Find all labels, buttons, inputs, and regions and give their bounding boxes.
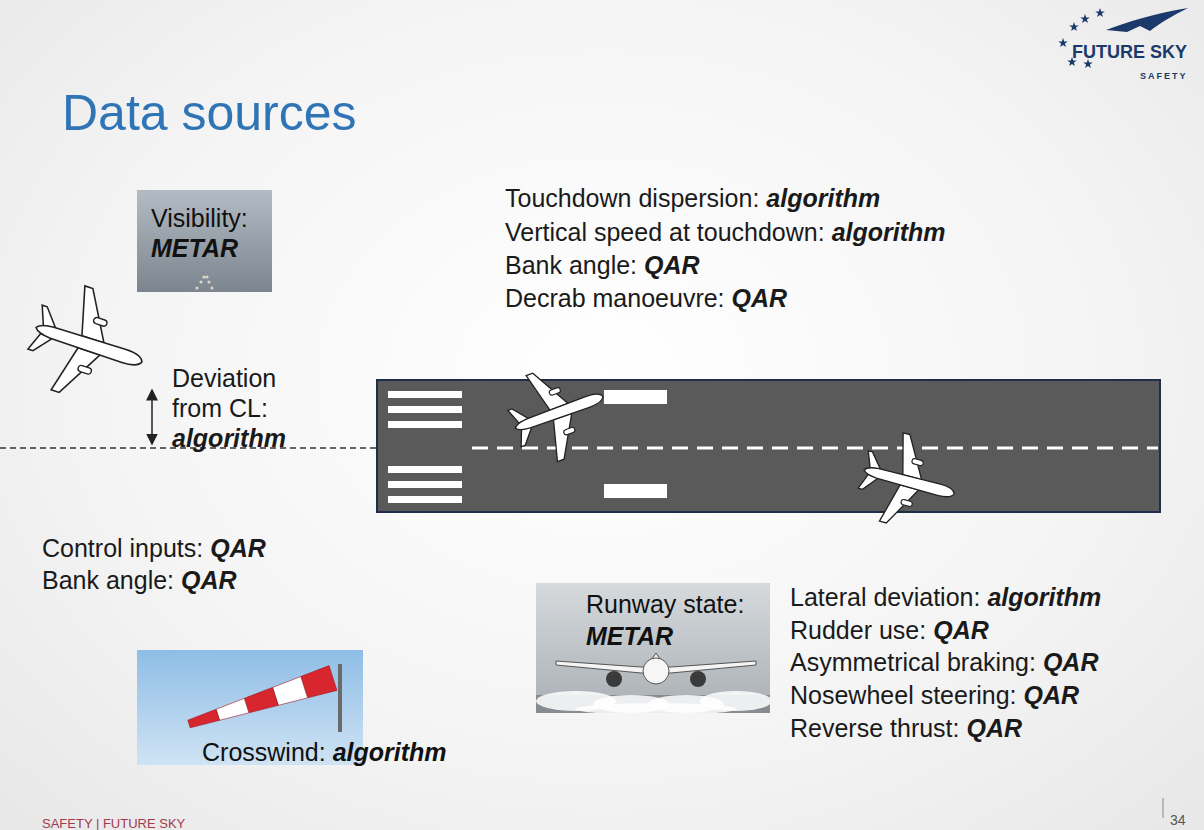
text-line: Bank angle:QAR	[505, 250, 700, 280]
runway	[377, 380, 1160, 512]
source-label: Bank angle:	[505, 251, 637, 279]
source-label: Lateral deviation:	[790, 583, 980, 611]
text-line: Bank angle:QAR	[42, 565, 237, 595]
source-value: QAR	[181, 566, 237, 594]
source-label: Asymmetrical braking:	[790, 648, 1036, 676]
text-line: Touchdown dispersion:algorithm	[505, 183, 880, 213]
source-label: Reverse thrust:	[790, 714, 960, 742]
source-value: QAR	[967, 714, 1023, 742]
aircraft-approach	[18, 275, 159, 414]
page-bar	[1162, 798, 1163, 818]
text-line: Asymmetrical braking:QAR	[790, 647, 1098, 677]
photo-panel: Visibility:METAR	[137, 190, 278, 292]
source-label: Deviation from CL:	[172, 364, 276, 422]
source-value: QAR	[644, 251, 700, 279]
source-label: Vertical speed at touchdown:	[505, 218, 825, 246]
text-line: Decrab manoeuvre:QAR	[505, 283, 787, 313]
text-line: FUTURE SKY	[1072, 34, 1187, 64]
logo-subtext: SAFETY	[1140, 71, 1188, 81]
deviation-arrow	[151, 390, 153, 444]
footer-text: SAFETY | FUTURE SKY	[42, 816, 185, 830]
source-label: Runway state:	[586, 588, 776, 620]
source-label: Nosewheel steering:	[790, 681, 1017, 709]
logo-mark	[1058, 8, 1188, 68]
source-value: METAR	[586, 620, 776, 652]
source-value: METAR	[151, 233, 278, 263]
source-value: algorithm	[333, 737, 447, 767]
source-label: Decrab manoeuvre:	[505, 284, 725, 312]
text-line: SAFETY	[1140, 55, 1188, 85]
source-value: QAR	[1043, 648, 1099, 676]
text-line: SAFETY | FUTURE SKY	[42, 804, 185, 830]
aircraft-rollout	[851, 425, 966, 538]
photo-panel: Runway state:METAR	[536, 583, 776, 713]
text-line: Nosewheel steering:QAR	[790, 680, 1079, 710]
text-line: Lateral deviation:algorithm	[790, 582, 1101, 612]
source-value: QAR	[210, 534, 266, 562]
source-label: Visibility:	[151, 203, 278, 233]
text-line: Deviation from CL:	[172, 363, 312, 423]
photo-panel: Crosswind:algorithm	[137, 650, 453, 765]
text-line: Control inputs:QAR	[42, 533, 266, 563]
text-line: Reverse thrust:QAR	[790, 713, 1022, 743]
source-value: algorithm	[832, 218, 946, 246]
aircraft-touchdown	[499, 353, 619, 471]
slide-title: Data sources	[62, 88, 357, 138]
source-value: algorithm	[172, 424, 286, 452]
source-label: Touchdown dispersion:	[505, 184, 759, 212]
source-value: algorithm	[987, 583, 1101, 611]
source-label: Crosswind:	[202, 737, 326, 767]
source-label: Control inputs:	[42, 534, 203, 562]
source-value: algorithm	[766, 184, 880, 212]
text-line: Vertical speed at touchdown:algorithm	[505, 217, 946, 247]
source-value: QAR	[933, 616, 989, 644]
logo-text: FUTURE SKY	[1072, 42, 1187, 62]
page-number: 34	[1170, 812, 1186, 828]
source-label: Rudder use:	[790, 616, 926, 644]
source-value: QAR	[1024, 681, 1080, 709]
source-label: Bank angle:	[42, 566, 174, 594]
text-line: algorithm	[172, 423, 286, 453]
text-line: Rudder use:QAR	[790, 615, 989, 645]
text-line: 34	[1170, 801, 1186, 830]
source-value: QAR	[732, 284, 788, 312]
